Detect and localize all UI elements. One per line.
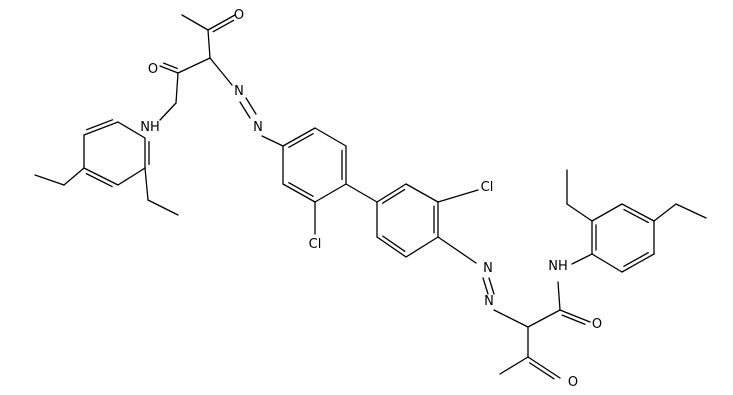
cl-right-label: Cl [481, 180, 494, 195]
bond-39 [493, 309, 529, 328]
n-azo-left-2-label: N [253, 120, 263, 135]
o-ketone-left-label: O [234, 8, 244, 23]
bond-11 [117, 167, 146, 186]
o-amide-left-label: O [148, 62, 158, 77]
bond-33-b [382, 235, 406, 252]
bond-28 [345, 183, 378, 203]
bond-33-a [376, 236, 407, 258]
bond-46 [571, 253, 593, 265]
bond-41-b [561, 314, 586, 325]
bond-lines [34, 14, 707, 380]
bond-17 [209, 57, 233, 86]
bond-29-a [376, 183, 407, 203]
bond-44 [499, 356, 529, 375]
bond-20 [261, 135, 284, 147]
bond-56 [675, 203, 707, 219]
bond-19 [245, 97, 257, 115]
bond-4-a [159, 65, 179, 74]
bond-18 [239, 101, 251, 119]
bond-5 [175, 72, 179, 104]
o-ketone-right-label: O [568, 375, 578, 390]
bond-21-a [282, 127, 316, 147]
n-azo-right-1-label: N [483, 261, 493, 276]
bond-45-a [527, 356, 561, 379]
bond-45-b [528, 362, 555, 380]
nh-left-label: NH [140, 120, 160, 135]
bond-14 [34, 174, 65, 186]
bond-16 [147, 199, 179, 216]
bond-15 [144, 167, 149, 201]
bond-37 [482, 277, 489, 295]
bond-1-b [212, 19, 235, 33]
bond-21-b [288, 132, 314, 148]
bond-40 [527, 309, 561, 328]
bond-52 [591, 253, 623, 273]
bond-7 [117, 121, 146, 139]
bond-8-a [83, 121, 119, 136]
bond-24 [314, 183, 347, 203]
bond-30 [405, 183, 439, 203]
bond-53 [566, 203, 593, 222]
o-amide-right-label: O [592, 317, 602, 332]
bond-6 [159, 102, 177, 121]
bond-4-b [162, 62, 178, 70]
bond-29-b [381, 188, 406, 204]
bond-13 [63, 167, 85, 186]
bond-3 [177, 57, 211, 74]
bond-35 [437, 189, 479, 203]
atom-labels: O O NH N N Cl Cl N N NH O O [140, 8, 602, 390]
n-azo-left-1-label: N [234, 84, 244, 99]
bond-25-a [282, 183, 316, 203]
bond-41-a [559, 309, 591, 323]
n-azo-right-2-label: N [484, 294, 494, 309]
bond-49-a [621, 203, 655, 222]
bond-51-a [621, 253, 655, 273]
bond-25-b [288, 182, 314, 198]
bond-1-a [207, 14, 236, 31]
bond-22 [314, 127, 347, 147]
bond-8-b [86, 119, 114, 131]
nh-right-label: NH [548, 259, 568, 274]
bond-55 [653, 203, 677, 222]
bond-0 [181, 14, 209, 31]
cl-left-label: Cl [309, 237, 322, 252]
bond-10-b [85, 172, 113, 188]
bond-51-b [623, 252, 649, 268]
bond-42 [557, 281, 561, 311]
bond-2 [207, 29, 211, 59]
bond-48 [591, 203, 623, 222]
bond-32 [405, 236, 439, 258]
bond-10-a [83, 167, 119, 186]
bond-49-b [623, 208, 649, 224]
bond-38 [488, 277, 495, 295]
bond-36 [437, 236, 477, 264]
